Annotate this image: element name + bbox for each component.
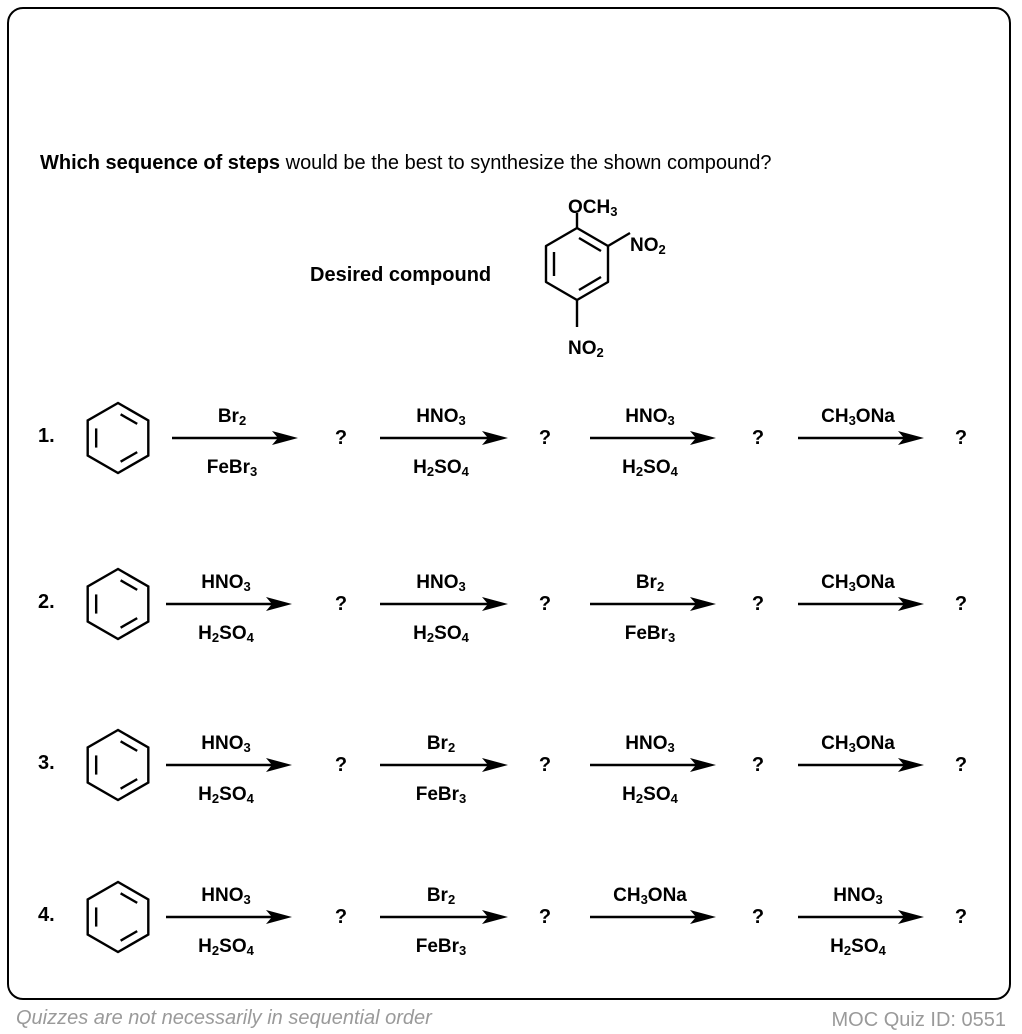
intermediate-unknown: ? [954,427,968,449]
reaction-arrow [590,431,716,445]
intermediate-unknown: ? [538,427,552,449]
reaction-arrow [798,597,924,611]
benzene-4 [86,880,150,954]
benzene-1 [86,401,150,475]
reaction-arrow [380,597,508,611]
reagent-above: CH3ONa [821,406,895,428]
reagent-above: HNO3 [625,406,675,428]
reagent-below: H2SO4 [198,623,254,645]
reagent-below: H2SO4 [622,457,678,479]
intermediate-unknown: ? [334,427,348,449]
reagent-below: H2SO4 [830,936,886,958]
option-number: 4. [38,904,55,926]
question-text: Which sequence of steps would be the bes… [40,152,772,175]
reagent-above: Br2 [426,885,456,907]
reagent-above: Br2 [426,733,456,755]
reagent-above: HNO3 [833,885,883,907]
intermediate-unknown: ? [334,593,348,615]
quiz-id: MOC Quiz ID: 0551 [831,1009,1006,1031]
reaction-arrow [166,758,292,772]
reagent-above: CH3ONa [613,885,687,907]
benzene-2 [86,567,150,641]
reaction-arrow [380,910,508,924]
reagent-above: HNO3 [201,733,251,755]
reaction-arrow [590,910,716,924]
benzene-3 [86,728,150,802]
question-bold: Which sequence of steps [40,152,281,174]
reaction-arrow [798,910,924,924]
reaction-arrow [166,597,292,611]
intermediate-unknown: ? [538,593,552,615]
reaction-arrow [590,758,716,772]
intermediate-unknown: ? [954,906,968,928]
intermediate-unknown: ? [538,754,552,776]
intermediate-unknown: ? [334,906,348,928]
reagent-above: CH3ONa [821,572,895,594]
nitro-ortho-label: NO2 [630,235,666,257]
reaction-arrow [380,758,508,772]
option-number: 3. [38,752,55,774]
reagent-above: Br2 [635,572,665,594]
reaction-arrow [798,431,924,445]
reaction-arrow [166,910,292,924]
reagent-below: H2SO4 [198,784,254,806]
reagent-below: H2SO4 [622,784,678,806]
intermediate-unknown: ? [751,906,765,928]
intermediate-unknown: ? [538,906,552,928]
question-rest: would be the best to synthesize the show… [280,152,772,174]
bond-to-nitro-ortho [607,231,631,248]
reagent-below: FeBr3 [415,936,467,958]
methoxy-label: OCH3 [568,197,618,219]
quiz-card-frame [7,7,1011,1000]
reagent-above: Br2 [217,406,247,428]
reaction-arrow [172,431,298,445]
intermediate-unknown: ? [751,427,765,449]
intermediate-unknown: ? [751,754,765,776]
reagent-above: HNO3 [201,572,251,594]
intermediate-unknown: ? [954,754,968,776]
reaction-arrow [590,597,716,611]
intermediate-unknown: ? [954,593,968,615]
footer-disclaimer: Quizzes are not necessarily in sequentia… [16,1007,432,1029]
option-number: 2. [38,591,55,613]
reagent-above: HNO3 [625,733,675,755]
reagent-below: FeBr3 [206,457,258,479]
reagent-above: CH3ONa [821,733,895,755]
intermediate-unknown: ? [334,754,348,776]
nitro-para-label: NO2 [568,338,604,360]
reaction-arrow [380,431,508,445]
reagent-below: H2SO4 [413,457,469,479]
intermediate-unknown: ? [751,593,765,615]
reagent-below: FeBr3 [415,784,467,806]
reaction-arrow [798,758,924,772]
option-number: 1. [38,425,55,447]
reagent-below: H2SO4 [198,936,254,958]
reagent-below: H2SO4 [413,623,469,645]
reagent-above: HNO3 [416,572,466,594]
desired-compound-label: Desired compound [310,264,492,286]
reagent-above: HNO3 [201,885,251,907]
reagent-above: HNO3 [416,406,466,428]
reagent-below: FeBr3 [624,623,676,645]
